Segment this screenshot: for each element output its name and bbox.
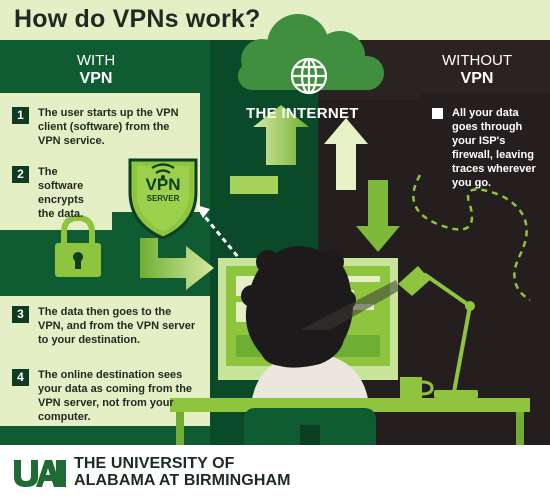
padlock-icon: [55, 214, 101, 277]
without-heading-line2: VPN: [460, 70, 494, 87]
up-right-arrow: [230, 105, 309, 194]
footer-band: [0, 445, 550, 500]
step-number-1: 1: [12, 107, 29, 124]
desk-leg-left: [176, 412, 184, 445]
step-text-1: The user starts up the VPN client (softw…: [38, 107, 179, 147]
step1-box: [0, 93, 200, 150]
desk-leg-right: [516, 412, 524, 445]
globe-icon: [290, 57, 328, 95]
step-text-3: The data then goes to the VPN, and from …: [38, 306, 196, 346]
dashed-arrowhead: [196, 205, 210, 218]
internet-label: THE INTERNET: [246, 105, 359, 122]
uab-logo: [12, 458, 68, 493]
vpn-server-badge: VPN SERVER: [138, 176, 188, 204]
uab-logo-mark: [14, 460, 66, 487]
vpn-badge-title: VPN: [145, 175, 181, 194]
page-title: How do VPNs work?: [14, 5, 261, 33]
without-heading-line1: WITHOUT: [442, 52, 512, 69]
vpn-badge-subtitle: SERVER: [146, 194, 180, 203]
without-vpn-heading: WITHOUT VPN: [432, 52, 522, 88]
with-vpn-heading: WITH VPN: [60, 52, 132, 88]
with-heading-line1: WITH: [76, 52, 116, 69]
chair-base: [300, 425, 320, 445]
without-vpn-description: All your data goes through your ISP's fi…: [452, 107, 536, 189]
university-name-line1: THE UNIVERSITY OF: [74, 455, 235, 472]
vpn-shield-icon: [128, 158, 198, 240]
data-trace-line: [412, 174, 531, 302]
step-number-4: 4: [12, 369, 29, 386]
desk-lamp: [300, 266, 478, 398]
bullet-square-icon: [432, 108, 443, 119]
with-heading-line2: VPN: [79, 70, 113, 87]
step-text-4: The online destination sees your data as…: [38, 369, 193, 423]
step-number-3: 3: [12, 306, 29, 323]
dashed-path: [199, 211, 245, 264]
vertical-double-arrow: [324, 118, 400, 252]
university-name: THE UNIVERSITY OF ALABAMA AT BIRMINGHAM: [74, 455, 291, 489]
coffee-mug: [400, 377, 434, 398]
university-name-line2: ALABAMA AT BIRMINGHAM: [74, 472, 291, 489]
step-text-2: The software encrypts the data.: [38, 166, 84, 220]
down-right-arrow: [140, 238, 214, 290]
without-text-box: [420, 93, 550, 175]
step-number-2: 2: [12, 166, 29, 183]
